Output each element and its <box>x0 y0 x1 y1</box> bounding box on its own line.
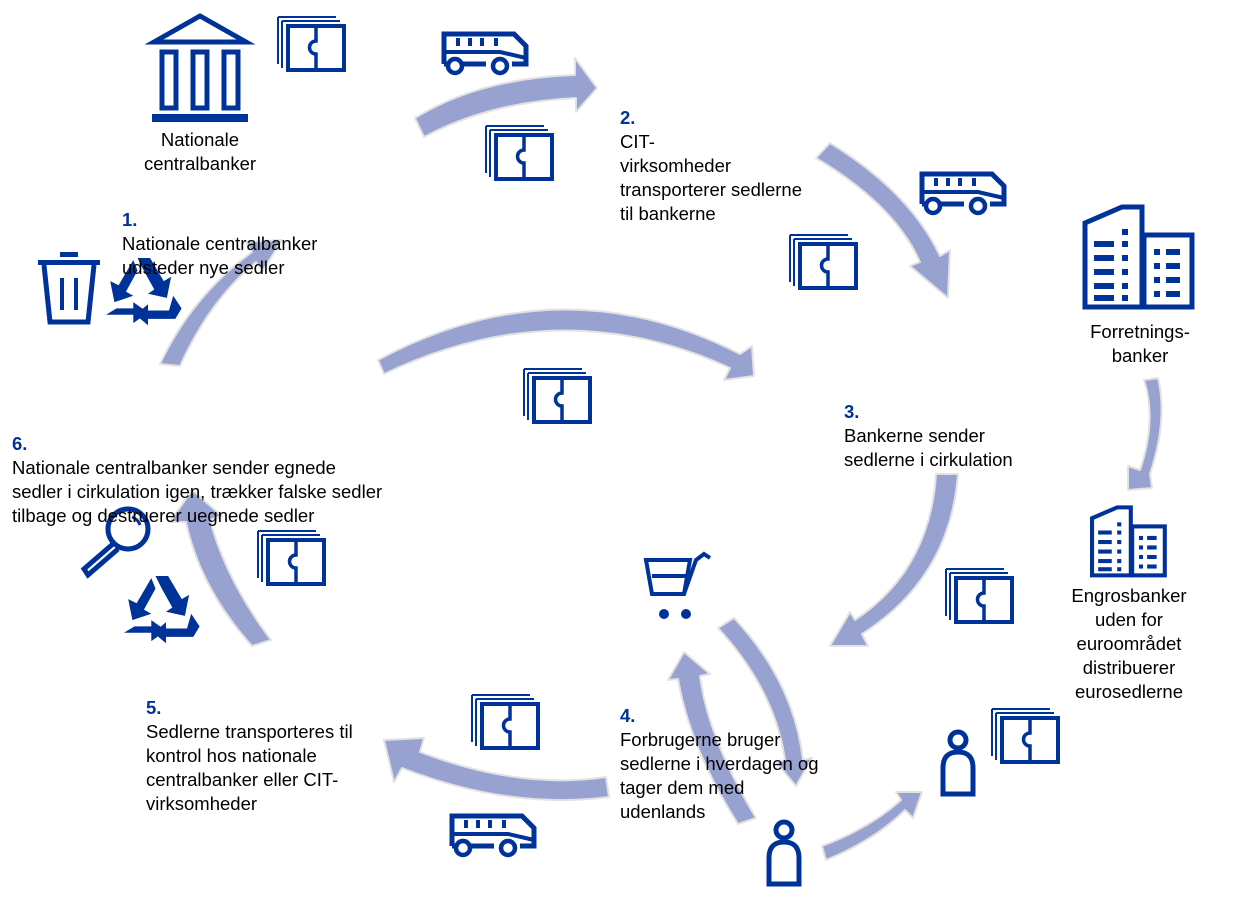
commercial-banks-label: Forretnings- banker <box>1090 321 1190 366</box>
step-1-text: Nationale centralbanker udsteder nye sed… <box>122 233 318 278</box>
banknotes-icon <box>470 693 540 750</box>
arrow-shopping-to-consumer <box>717 617 813 787</box>
arrow-step3-to-step4 <box>829 473 959 647</box>
person-icon <box>943 732 973 794</box>
magnifier-icon <box>80 506 151 579</box>
step-6-number: 6. <box>12 433 28 454</box>
arrow-step1-to-step2 <box>414 57 598 138</box>
banknotes-icon <box>256 529 326 586</box>
step-5-label: 5. Sedlerne transporteres til kontrol ho… <box>146 672 353 816</box>
step-6-text: Nationale centralbanker sender egnede se… <box>12 457 383 526</box>
banknotes-icon <box>276 15 346 72</box>
arrow-step2-to-step3 <box>815 142 951 299</box>
arrow-commercial-to-wholesale <box>1127 377 1163 491</box>
arrow-consumer-to-shopping <box>667 651 757 825</box>
banknotes-icon <box>990 707 1060 764</box>
step-5-number: 5. <box>146 697 162 718</box>
step-2-number: 2. <box>620 107 636 128</box>
step-3-number: 3. <box>844 401 860 422</box>
arrow-step6-to-step3 <box>377 308 755 381</box>
step-1-label: 1. Nationale centralbanker udsteder nye … <box>122 184 317 280</box>
step-4-label: 4. Forbrugerne bruger sedlerne i hverdag… <box>620 680 819 824</box>
step-4-number: 4. <box>620 705 636 726</box>
trash-bin-icon <box>38 252 100 325</box>
step-1-number: 1. <box>122 209 138 230</box>
banknotes-icon <box>484 124 554 181</box>
office-buildings-icon <box>1090 505 1167 578</box>
step-5-text: Sedlerne transporteres til kontrol hos n… <box>146 721 353 814</box>
shopping-cart-icon <box>643 551 712 619</box>
recycle-icon <box>124 576 200 644</box>
step-4-text: Forbrugerne bruger sedlerne i hverdagen … <box>620 729 819 822</box>
step-3-label: 3. Bankerne sender sedlerne i cirkulatio… <box>844 376 1013 472</box>
wholesale-banks-label: Engrosbanker uden for euroområdet distri… <box>1071 585 1187 702</box>
central-banks-label: Nationale centralbanker <box>143 129 257 174</box>
banknotes-icon <box>788 233 858 290</box>
step-2-label: 2. CIT- virksomheder transporterer sedle… <box>620 82 802 226</box>
arrow-step4-to-step5 <box>383 737 610 802</box>
banknotes-icon <box>522 367 592 424</box>
step-3-text: Bankerne sender sedlerne i cirkulation <box>844 425 1013 470</box>
arrows <box>159 57 1163 861</box>
arrow-consumer-to-abroad <box>821 791 923 861</box>
arrow-step6-to-step1 <box>159 239 283 367</box>
step-2-text: CIT- virksomheder transporterer sedlerne… <box>620 131 803 224</box>
banknotes-icon <box>944 567 1014 624</box>
person-icon <box>769 822 799 884</box>
step-6-label: 6. Nationale centralbanker sender egnede… <box>12 408 382 528</box>
cit-van-icon <box>444 34 526 73</box>
office-buildings-icon <box>1082 204 1195 310</box>
arrow-step5-to-step6 <box>169 489 272 647</box>
central-bank-building-icon <box>144 13 256 122</box>
cit-van-icon <box>922 174 1004 213</box>
cit-van-icon <box>452 816 534 855</box>
